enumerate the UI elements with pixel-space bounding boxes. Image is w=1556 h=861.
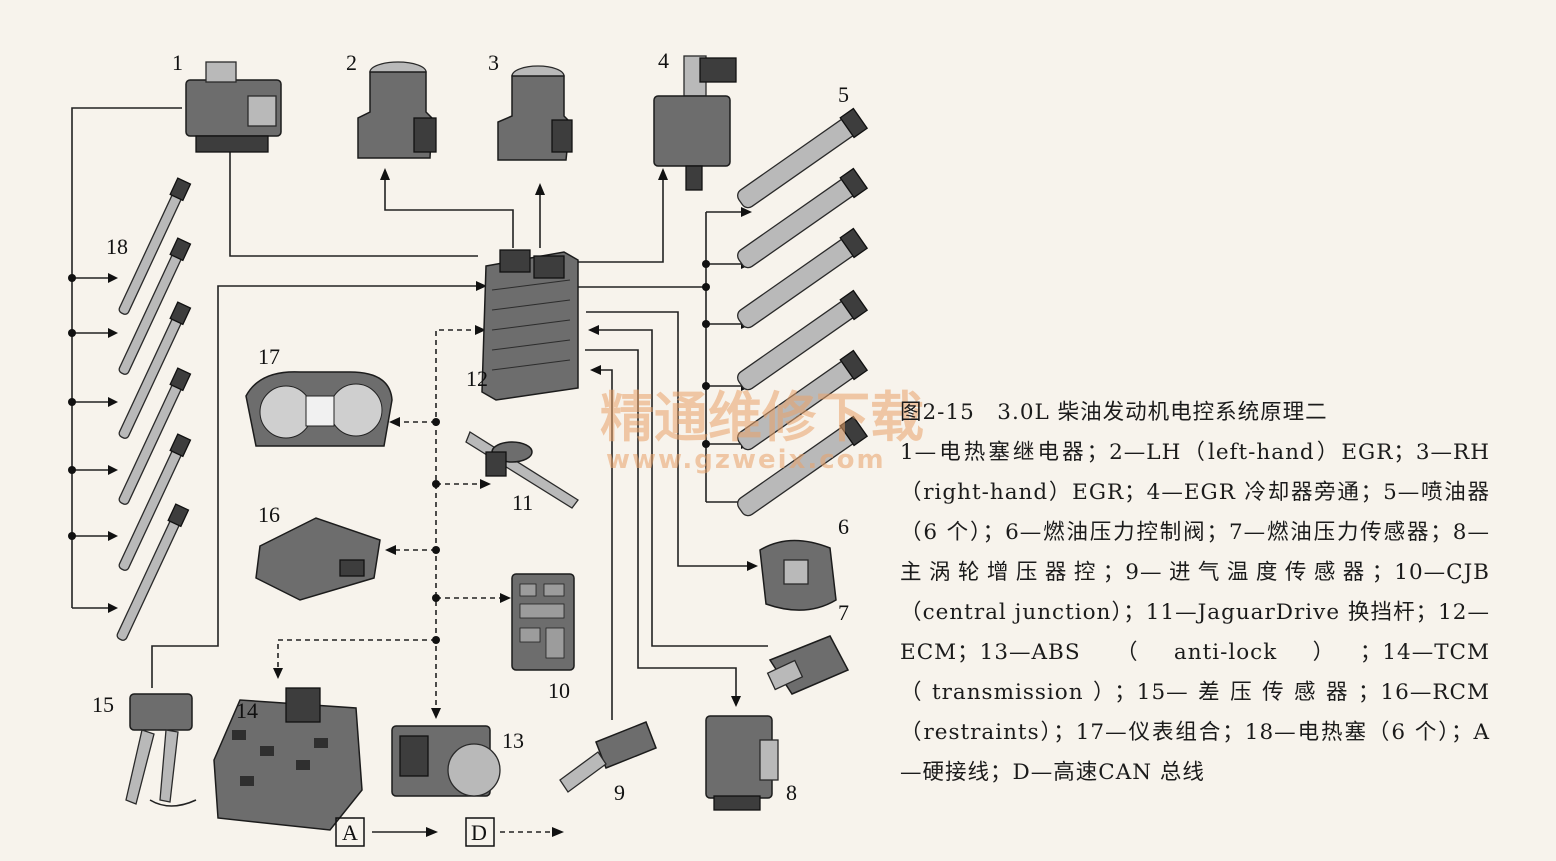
caption-title: 图2-15 3.0L 柴油发动机电控系统原理二 [900, 400, 1328, 425]
label-18: 18 [106, 234, 128, 259]
watermark-url: www.gzweix.com [606, 445, 886, 475]
wire-fuel-sensor-to-ecm [595, 329, 768, 647]
wire-relay-to-glowplugs [71, 107, 182, 608]
label-8: 8 [786, 780, 797, 805]
glow-plugs [116, 177, 192, 641]
label-14: 14 [236, 698, 258, 723]
label-17: 17 [258, 344, 280, 369]
label-2: 2 [346, 50, 357, 75]
glow-plug-relay [185, 61, 282, 153]
legend-box-d [465, 817, 495, 847]
egr-valve-lh [357, 61, 437, 159]
label-11: 11 [512, 490, 533, 515]
label-6: 6 [838, 514, 849, 539]
label-5: 5 [838, 82, 849, 107]
legend: A D [335, 817, 564, 847]
label-1: 1 [172, 50, 183, 75]
wire-ecm-to-egr-cooler [570, 176, 664, 263]
label-15: 15 [92, 692, 114, 717]
fuel-pressure-control-valve [759, 539, 837, 611]
caption-body: 1—电热塞继电器；2—LH（left-hand）EGR；3—RH（right-h… [900, 440, 1490, 785]
transmission-control-module [213, 687, 363, 831]
fuel-pressure-sensor [766, 635, 850, 695]
restraints-control-module [255, 517, 381, 601]
legend-label-a: A [342, 820, 358, 845]
can-bus-trunk [435, 329, 480, 712]
turbo-actuator [705, 715, 779, 811]
label-3: 3 [488, 50, 499, 75]
label-13: 13 [502, 728, 524, 753]
label-7: 7 [838, 600, 849, 625]
label-9: 9 [614, 780, 625, 805]
glowplug-branches [68, 273, 118, 613]
figure-caption: 图2-15 3.0L 柴油发动机电控系统原理二 1—电热塞继电器；2—LH（le… [900, 393, 1490, 793]
wire-dps-to-ecm [151, 285, 480, 688]
fuel-injectors [737, 107, 869, 517]
wire-ecm-to-fuel-valve [586, 311, 752, 567]
egr-valve-rh [497, 65, 573, 161]
jaguardrive-shifter [465, 431, 579, 509]
abs-module [391, 725, 501, 797]
label-16: 16 [258, 502, 280, 527]
ecm-module [481, 249, 579, 401]
legend-box-a [335, 817, 365, 847]
wire-relay-to-ecm [229, 150, 478, 257]
label-4: 4 [658, 48, 669, 73]
instrument-cluster [245, 371, 393, 447]
label-12: 12 [466, 366, 488, 391]
wire-ecm-to-egr-lh [384, 175, 514, 248]
egr-cooler-bypass-valve [653, 55, 737, 191]
central-junction-box [511, 573, 575, 671]
can-bus-branches [273, 417, 511, 719]
wire-iat-to-ecm [598, 369, 613, 720]
label-10: 10 [548, 678, 570, 703]
wire-ecm-to-turbo [585, 349, 737, 700]
watermark-text: 精通维修下载 [600, 386, 924, 449]
legend-label-d: D [471, 820, 487, 845]
intake-air-temp-sensor [559, 721, 657, 793]
differential-pressure-sensor [125, 693, 197, 807]
